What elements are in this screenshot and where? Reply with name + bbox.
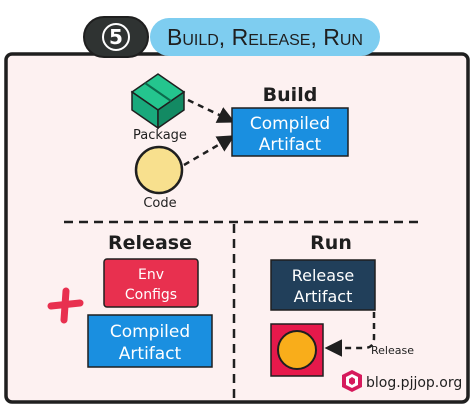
build-artifact-line1: Compiled [250, 114, 330, 134]
release-arrow-label: Release [371, 344, 414, 357]
package-label: Package [133, 128, 187, 143]
step-number: 5 [109, 25, 123, 49]
build-artifact-line2: Artifact [259, 135, 322, 155]
env-line2: Configs [125, 287, 177, 303]
code-to-artifact-arrow [183, 135, 236, 167]
release-artifact-line1: Compiled [110, 322, 190, 342]
run-artifact-line2: Artifact [294, 287, 353, 306]
title-pill: Build, Release, Run [150, 18, 380, 56]
env-configs-box: Env Configs [103, 258, 199, 308]
code-circle-icon [134, 145, 184, 195]
logo-icon [342, 370, 362, 392]
plus-icon [47, 287, 84, 324]
package-box-icon [130, 73, 186, 130]
run-heading: Run [310, 232, 352, 254]
package-to-artifact-arrow [187, 98, 236, 123]
release-artifact-box: Release Artifact [270, 259, 376, 311]
release-heading: Release [108, 232, 192, 254]
release-compiled-artifact-box: Compiled Artifact [87, 314, 213, 368]
footer-site: blog.pjjop.org [366, 375, 462, 391]
step-number-badge: 5 [83, 16, 149, 58]
running-process-icon [270, 323, 324, 377]
release-artifact-line2: Artifact [119, 344, 182, 364]
build-heading: Build [263, 84, 318, 106]
page-title: Build, Release, Run [167, 24, 363, 50]
code-label: Code [143, 196, 176, 211]
run-artifact-line1: Release [292, 266, 355, 285]
env-line1: Env [138, 267, 164, 283]
build-compiled-artifact-box: Compiled Artifact [231, 107, 349, 157]
release-to-run-arrow [324, 312, 376, 357]
